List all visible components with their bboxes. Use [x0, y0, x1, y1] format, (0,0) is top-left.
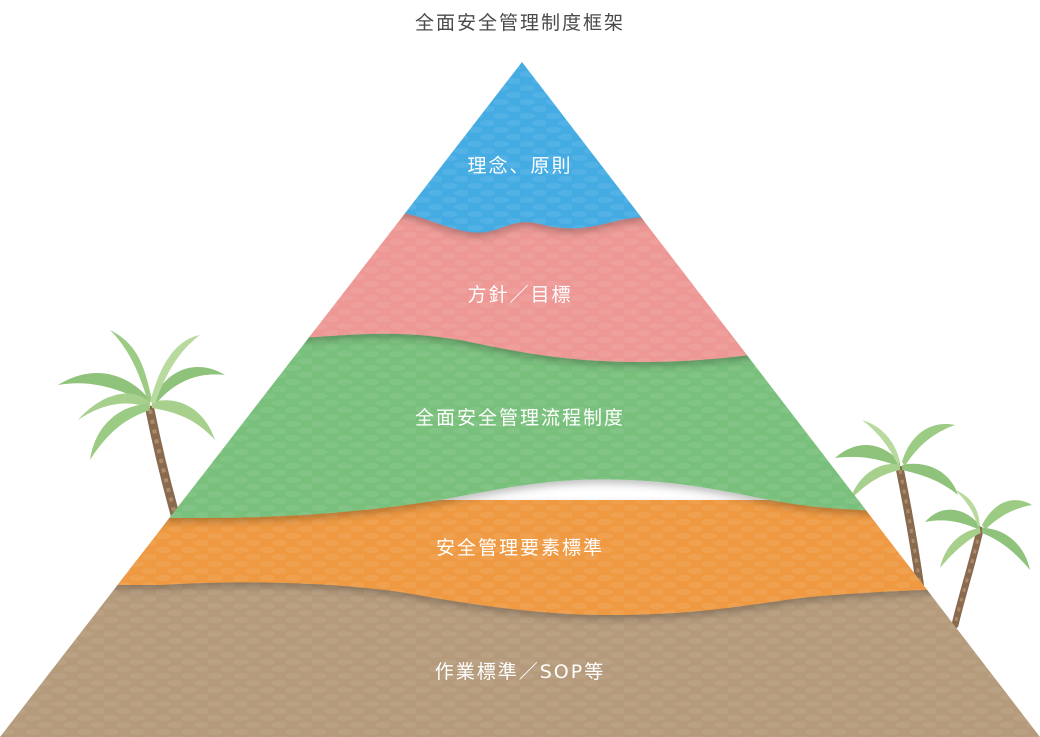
diagram-title: 全面安全管理制度框架: [414, 12, 625, 34]
palm-tree-right-icon: [835, 420, 1032, 629]
level-2-label: 方針／目標: [467, 284, 573, 306]
level-5-label: 作業標準／SOP等: [434, 661, 606, 683]
level-1-label: 理念、原則: [467, 155, 573, 177]
level-4-label: 安全管理要素標準: [435, 537, 604, 559]
level-3-label: 全面安全管理流程制度: [414, 407, 625, 429]
